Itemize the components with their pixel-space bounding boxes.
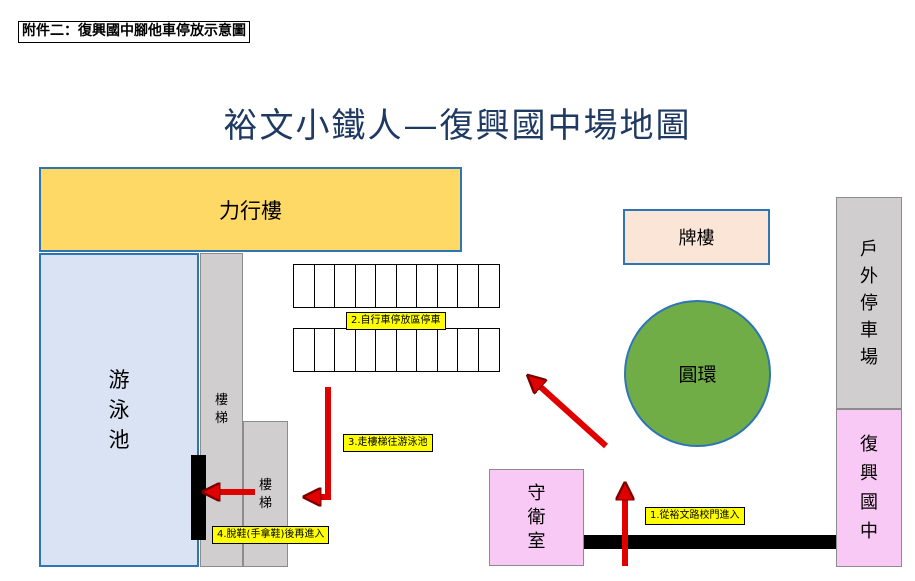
school-label-char: 復 <box>860 434 878 455</box>
roundabout: 圓環 <box>624 300 771 447</box>
swimming-pool: 游 泳 池 <box>39 253 199 567</box>
parking-label-char: 停 <box>860 292 878 314</box>
school-label-char: 興 <box>860 463 878 484</box>
parking-label-char: 車 <box>860 319 878 341</box>
pool-label-char: 游 <box>108 368 130 392</box>
attachment-caption: 附件二：復興國中腳他車停放示意圖 <box>18 21 250 43</box>
note-step-3: 3.走樓梯往游泳池 <box>343 434 433 452</box>
note-step-2: 2.自行車停放區停車 <box>346 312 446 330</box>
pool-label-char: 池 <box>108 428 130 452</box>
guard-label-char: 守 <box>527 482 546 504</box>
map-title: 裕文小鐵人—復興國中場地圖 <box>223 106 692 146</box>
guard-room: 守 衛 室 <box>489 469 584 566</box>
pool-entrance-door <box>191 455 206 540</box>
stairs-label-char: 梯 <box>258 496 272 511</box>
bike-slot <box>477 328 500 372</box>
stairs-label-char: 樓 <box>214 393 228 408</box>
note-step-1: 1.從裕文路校門進入 <box>645 507 745 525</box>
guard-label-char: 室 <box>527 530 546 552</box>
pailou-label: 牌樓 <box>678 228 715 249</box>
liheng-building-label: 力行樓 <box>219 198 282 223</box>
parking-label-char: 場 <box>860 346 878 368</box>
school-name-block: 復 興 國 中 <box>836 409 902 567</box>
school-label-char: 中 <box>860 521 878 542</box>
pailou-gate: 牌樓 <box>623 209 770 265</box>
bike-rack-lower <box>293 328 500 372</box>
entrance-road <box>584 535 836 549</box>
outdoor-parking: 戶 外 停 車 場 <box>836 197 902 409</box>
arrow-to-bike-area <box>534 381 609 449</box>
roundabout-label: 圓環 <box>678 364 717 386</box>
parking-label-char: 戶 <box>860 238 878 260</box>
pool-label-char: 泳 <box>108 398 130 422</box>
school-label-char: 國 <box>860 492 878 513</box>
guard-label-char: 衛 <box>527 506 546 528</box>
arrow-to-stairs <box>312 387 331 497</box>
bike-slot <box>477 264 500 308</box>
note-step-4: 4.脫鞋(手拿鞋)後再進入 <box>212 526 330 544</box>
bike-rack-upper <box>293 264 500 308</box>
stairs-upper: 樓 梯 <box>200 253 243 567</box>
liheng-building: 力行樓 <box>39 167 462 252</box>
stairs-label-char: 梯 <box>214 411 228 426</box>
parking-label-char: 外 <box>860 265 878 287</box>
stairs-label-char: 樓 <box>258 478 272 493</box>
